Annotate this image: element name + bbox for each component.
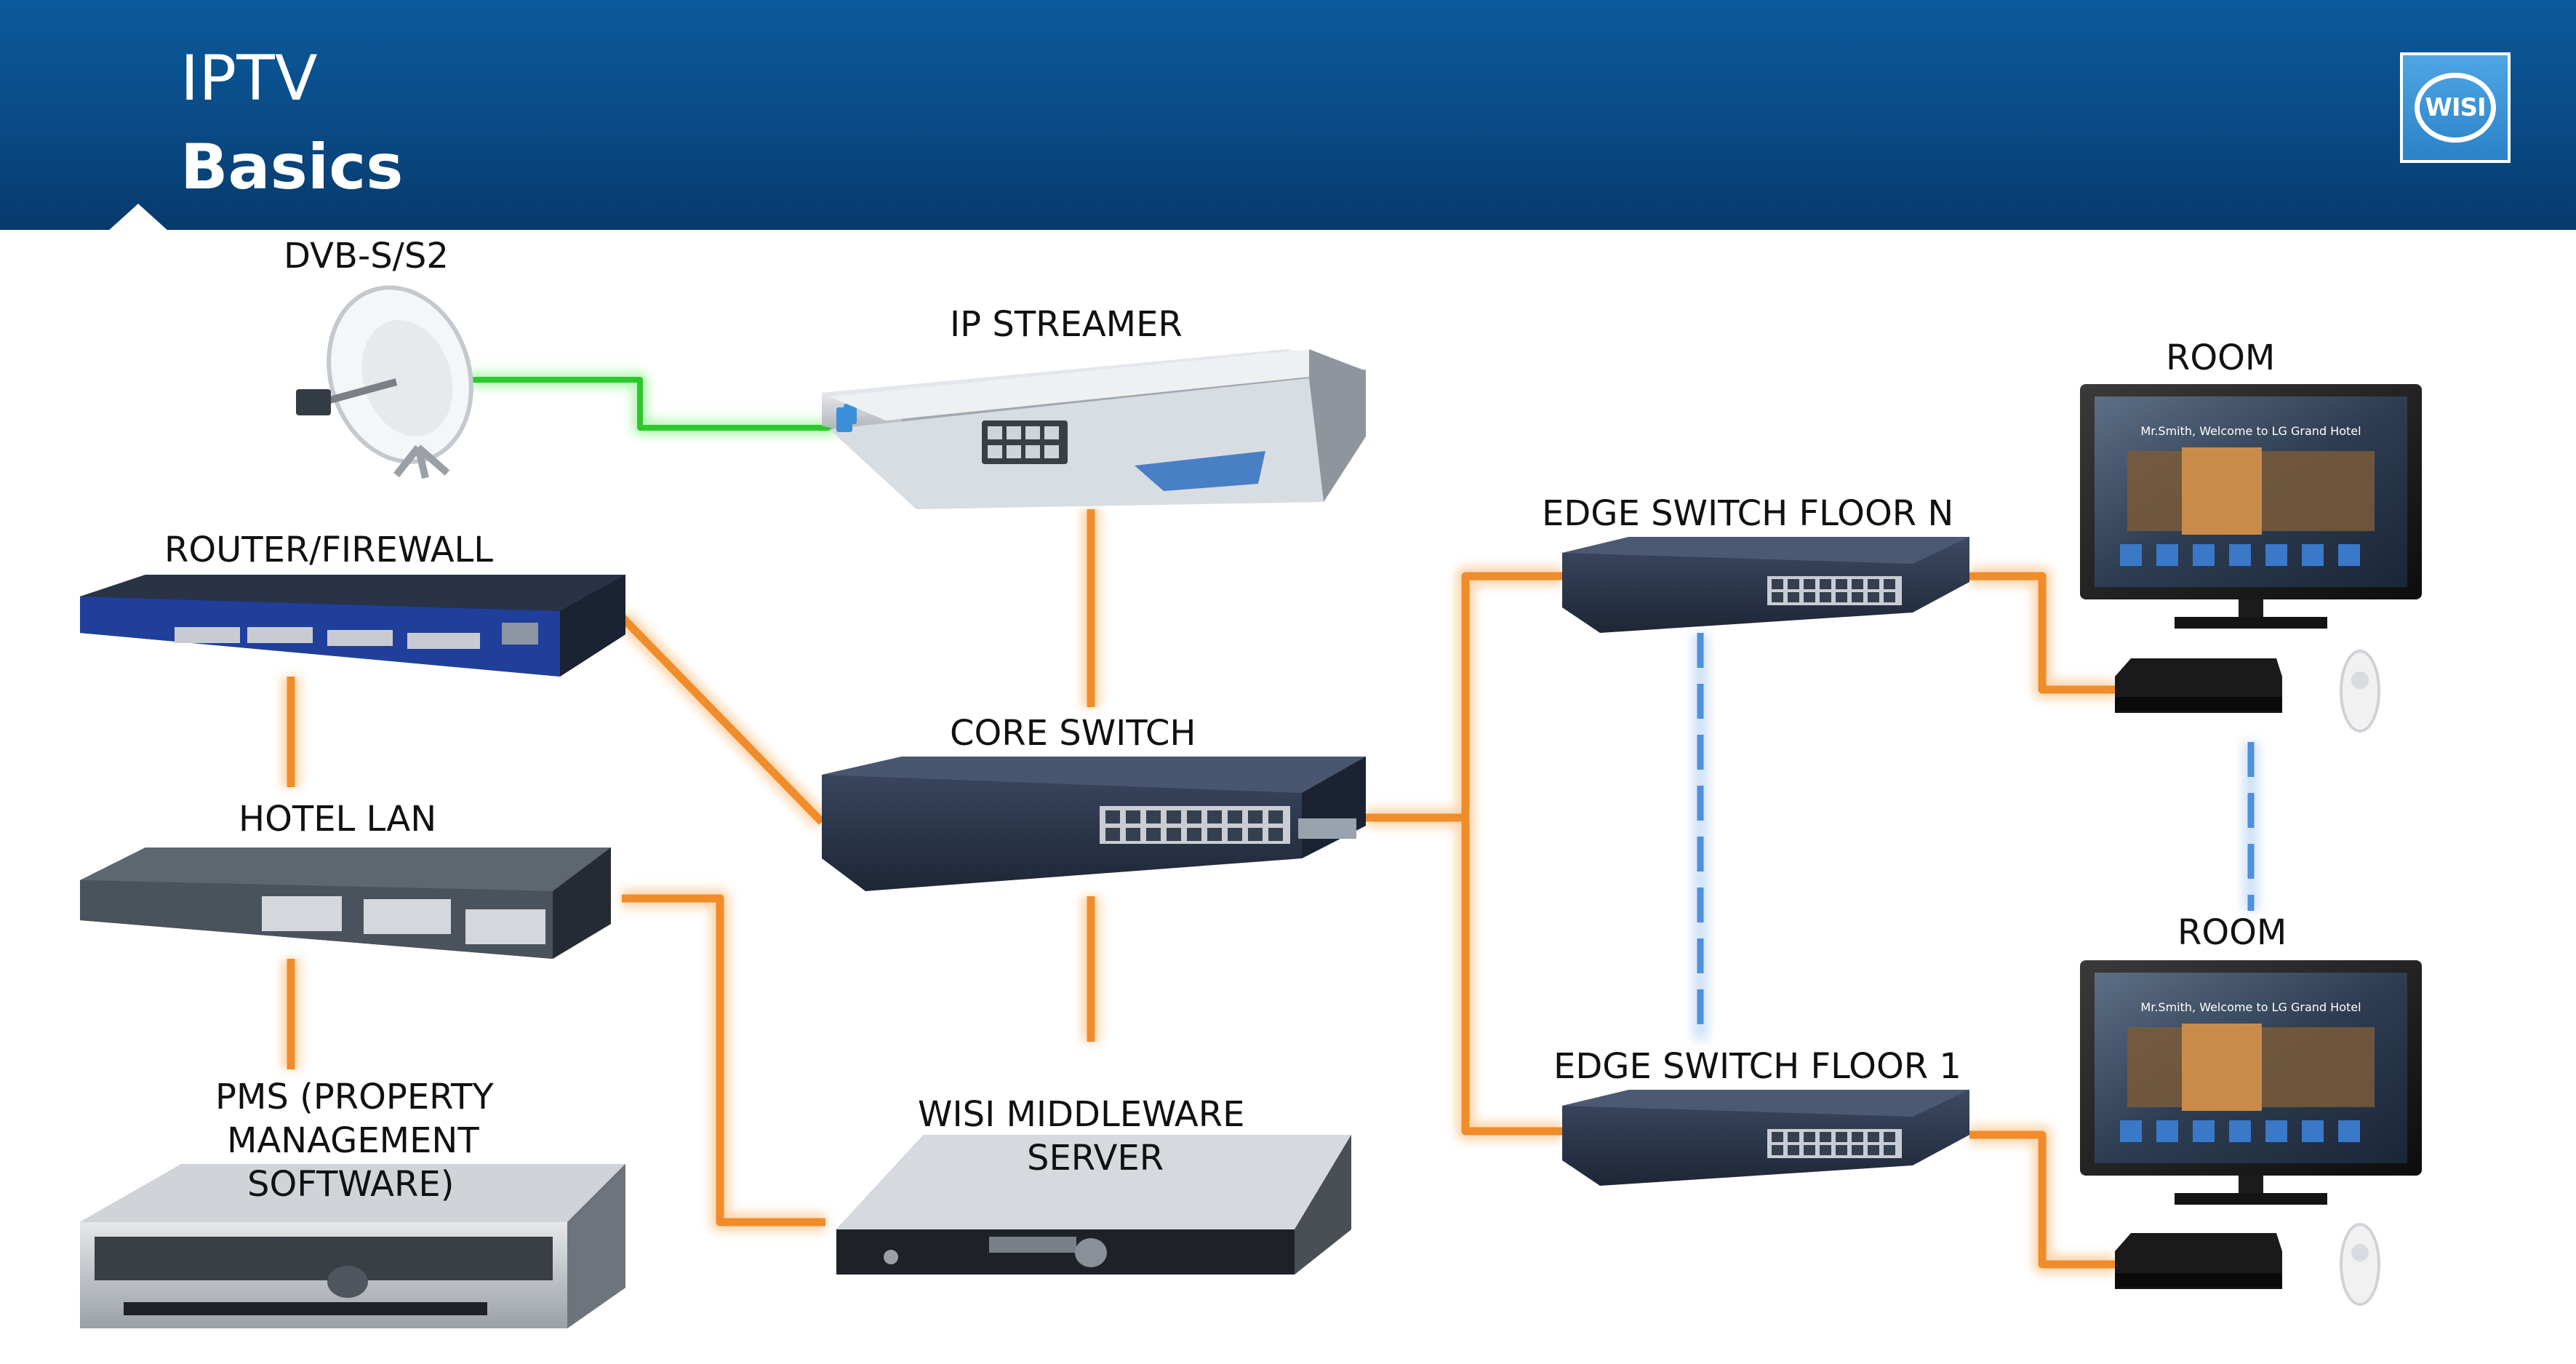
router-device bbox=[80, 575, 625, 677]
hotel-lan-label: HOTEL LAN bbox=[239, 799, 437, 839]
edge-n-stb-link bbox=[1969, 572, 2115, 694]
router-label: ROUTER/FIREWALL bbox=[164, 530, 494, 570]
satellite-link-glow bbox=[465, 372, 836, 436]
page-subtitle: Basics bbox=[180, 131, 404, 204]
lan-middleware-link bbox=[622, 894, 825, 1227]
edge-switch-floor-1-device bbox=[1562, 1090, 1969, 1186]
room-label-top: ROOM bbox=[2166, 338, 2276, 378]
core-edge1-glow bbox=[1456, 818, 1562, 1141]
core-edge-1-link bbox=[1461, 818, 1562, 1136]
edge-switch-floor-n-device bbox=[1562, 537, 1969, 633]
header-notch bbox=[108, 204, 169, 231]
core-switch-label: CORE SWITCH bbox=[950, 713, 1196, 754]
edge-switch-floor-n-label: EDGE SWITCH FLOOR N bbox=[1542, 493, 1954, 534]
core-edge-n-link bbox=[1366, 572, 1562, 822]
middleware-server-device bbox=[836, 1135, 1351, 1275]
pms-label-line1: PMS (PROPERTY bbox=[215, 1077, 494, 1117]
router-core-link bbox=[619, 614, 825, 825]
dvb-label: DVB-S/S2 bbox=[284, 236, 449, 276]
satellite-dish-icon bbox=[296, 285, 473, 479]
remote-icon bbox=[2340, 650, 2380, 733]
edge-switch-floor-1-label: EDGE SWITCH FLOOR 1 bbox=[1553, 1046, 1961, 1087]
tv-icon bbox=[2080, 960, 2422, 1205]
pms-server-device bbox=[80, 1164, 625, 1328]
page-title: IPTV bbox=[180, 42, 318, 115]
ip-streamer-device bbox=[822, 349, 1366, 509]
wisi-logo: WISI bbox=[2400, 52, 2511, 163]
tv-icon bbox=[2080, 384, 2422, 629]
header-banner bbox=[0, 0, 2576, 230]
pms-label-line2: MANAGEMENT bbox=[227, 1120, 479, 1161]
tv-welcome-text-top: Mr.Smith, Welcome to LG Grand Hotel bbox=[2140, 424, 2361, 438]
lan-switch-device bbox=[80, 847, 611, 959]
ip-streamer-label: IP STREAMER bbox=[950, 304, 1183, 345]
middleware-label-line2: SERVER bbox=[1027, 1138, 1164, 1178]
satellite-link bbox=[465, 377, 836, 431]
room-label-bottom: ROOM bbox=[2177, 912, 2287, 953]
core-switch-device bbox=[822, 757, 1366, 891]
remote-icon bbox=[2340, 1223, 2380, 1306]
edge-1-stb-link bbox=[1969, 1130, 2115, 1269]
pms-label-line3: SOFTWARE) bbox=[247, 1164, 455, 1205]
logo-text: WISI bbox=[2415, 73, 2496, 143]
middleware-label-line1: WISI MIDDLEWARE bbox=[918, 1094, 1245, 1135]
tv-welcome-text-bottom: Mr.Smith, Welcome to LG Grand Hotel bbox=[2140, 1000, 2361, 1014]
set-top-box-icon bbox=[2115, 1233, 2282, 1289]
set-top-box-icon bbox=[2115, 658, 2282, 713]
